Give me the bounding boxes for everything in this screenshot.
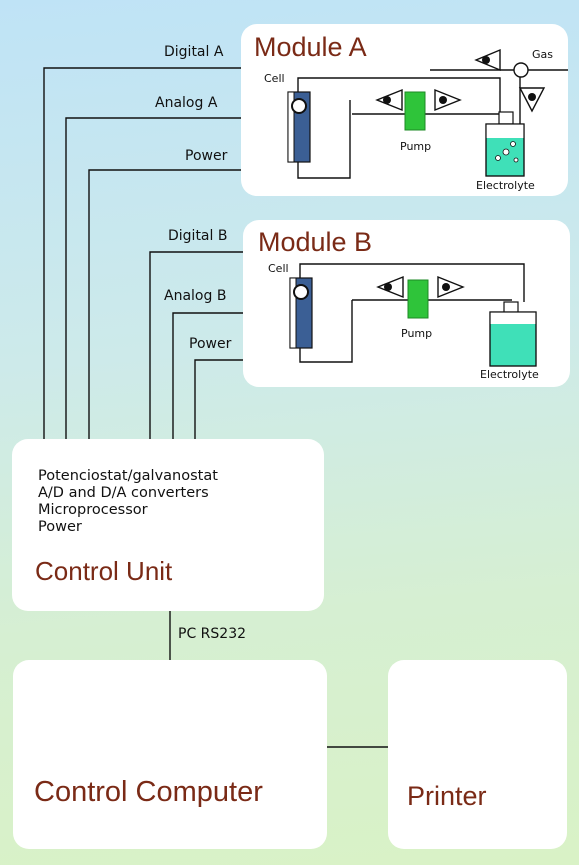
component-potenciostat: Potenciostat/galvanostat — [38, 468, 218, 484]
component-power: Power — [38, 519, 82, 535]
signal-digital-b: Digital B — [168, 228, 228, 244]
control-computer-title: Control Computer — [34, 776, 263, 808]
printer-box — [388, 660, 567, 849]
module-a-pump-label: Pump — [400, 140, 432, 153]
module-b-apparatus — [289, 263, 537, 367]
signal-power-b: Power — [189, 336, 232, 352]
wire-analog-b — [172, 312, 243, 439]
control-computer-box — [13, 660, 327, 849]
wire-power-b — [194, 359, 243, 439]
control-unit-box — [12, 439, 324, 611]
wire-power-a — [88, 169, 241, 439]
module-a-gas-junction — [513, 62, 529, 78]
module-a-electrolyte-label: Electrolyte — [476, 179, 535, 192]
signal-digital-a: Digital A — [164, 44, 224, 60]
signal-power-a: Power — [185, 148, 228, 164]
module-a-valve-right — [434, 88, 462, 112]
control-unit-components: Potenciostat/galvanostat A/D and D/A con… — [38, 468, 218, 536]
signal-analog-a: Analog A — [155, 95, 218, 111]
module-b-cell-label: Cell — [268, 262, 289, 275]
rs232-label: PC RS232 — [178, 626, 247, 642]
module-a-pump — [404, 91, 426, 131]
component-converters: A/D and D/A converters — [38, 485, 209, 501]
module-b-valve-right — [437, 275, 465, 299]
wire-analog-a — [65, 117, 241, 439]
printer-title: Printer — [407, 781, 487, 811]
module-a-title: Module A — [254, 32, 367, 62]
module-a-cell-label: Cell — [264, 72, 285, 85]
module-a-apparatus — [287, 48, 568, 179]
module-a-gas-label: Gas — [532, 48, 553, 61]
module-b-pump — [407, 279, 429, 319]
component-microprocessor: Microprocessor — [38, 502, 148, 518]
module-b-pump-label: Pump — [401, 327, 433, 340]
module-b-electrolyte-label: Electrolyte — [480, 368, 539, 381]
wire-digital-a — [43, 67, 241, 439]
wire-digital-b — [149, 251, 243, 439]
control-unit-title: Control Unit — [35, 556, 173, 586]
module-b-title: Module B — [258, 227, 373, 257]
signal-analog-b: Analog B — [164, 288, 227, 304]
